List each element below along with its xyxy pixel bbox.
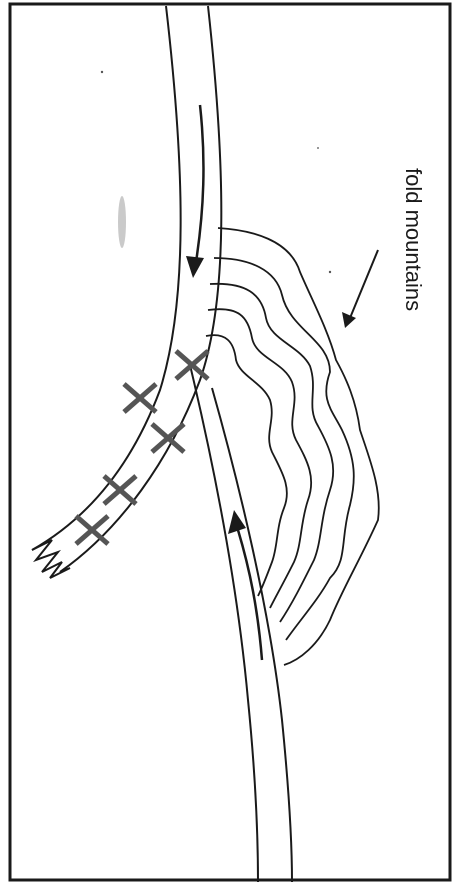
scan-dot xyxy=(329,271,331,273)
scan-dot xyxy=(317,147,319,149)
scan-dot xyxy=(101,71,103,73)
scan-smudge xyxy=(118,196,126,248)
fold-mountains-label: fold mountains xyxy=(401,168,426,311)
page-frame xyxy=(10,4,450,880)
